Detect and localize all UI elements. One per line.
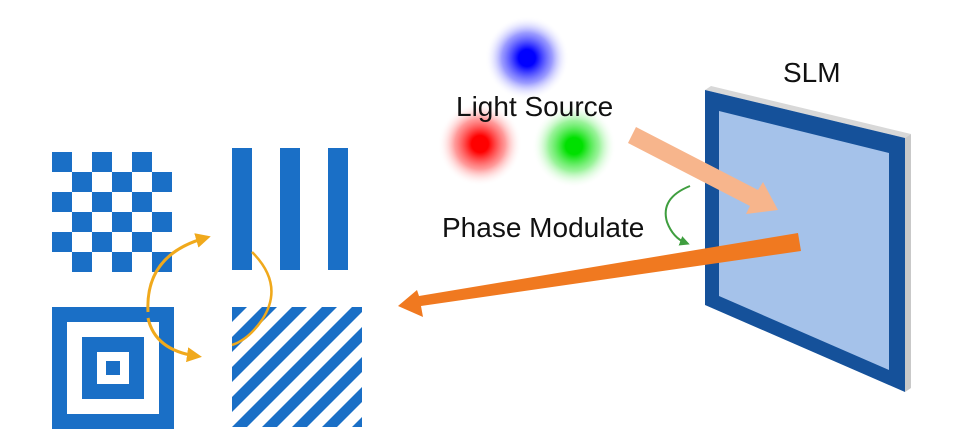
- light-source-label: Light Source: [456, 91, 613, 122]
- red-light-source-icon: [438, 102, 522, 186]
- vertical-stripes-pattern-icon: [232, 148, 348, 270]
- cycle-arrow-up: [146, 233, 211, 313]
- outgoing-beam-arrow: [398, 233, 801, 317]
- blue-light-source-icon: [485, 16, 569, 100]
- phase-modulate-arrow: [664, 185, 691, 246]
- cycle-arrow-down: [146, 317, 202, 363]
- incident-beam-arrow: [628, 127, 778, 214]
- green-light-source-icon: [532, 104, 616, 188]
- slm-panel: [719, 111, 889, 370]
- concentric-squares-pattern-icon: [52, 307, 174, 429]
- slm-label: SLM: [783, 57, 841, 88]
- slm-device: [705, 86, 911, 392]
- phase-modulate-label: Phase Modulate: [442, 212, 644, 243]
- cycle-arc-right: [231, 251, 273, 347]
- checkerboard-pattern-icon: [52, 152, 172, 272]
